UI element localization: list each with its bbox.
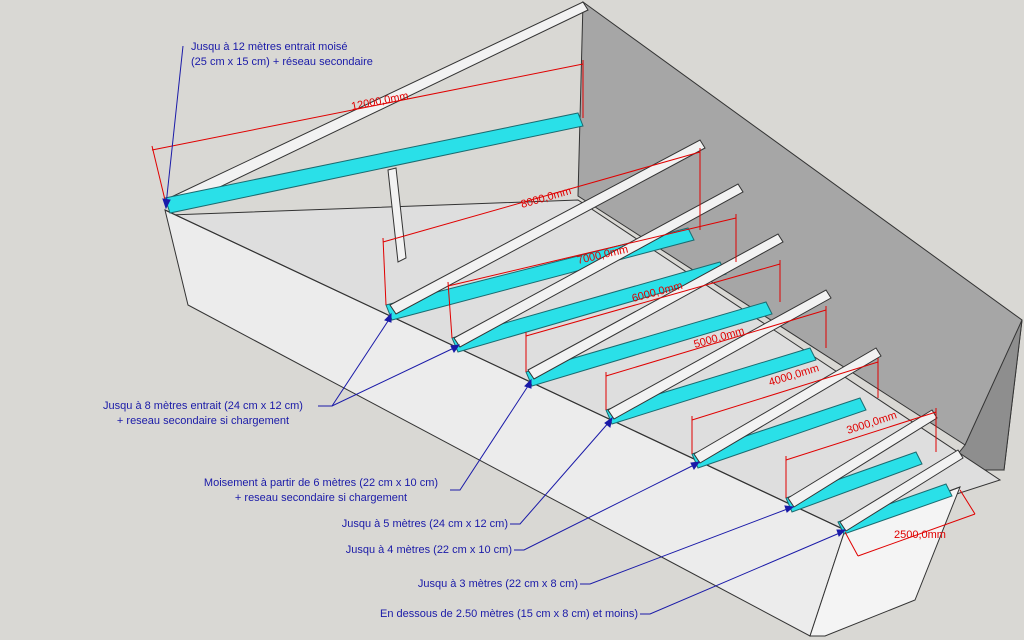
annotation-6m: Moisement à partir de 6 mètres (22 cm x … [190, 476, 452, 506]
annotation-8m-line2: + reseau secondaire si chargement [116, 415, 290, 427]
annotation-5m: Jusqu à 5 mètres (24 cm x 12 cm) [300, 517, 508, 532]
truss-5m-rafter [607, 289, 832, 420]
annotation-6m-line2: + reseau secondaire si chargement [234, 492, 408, 504]
truss-3m-rafter [787, 409, 938, 508]
annotation-8m: Jusqu à 8 mètres entrait (24 cm x 12 cm)… [88, 399, 318, 429]
truss-12m-tie-beam [164, 112, 584, 214]
truss-6m-rafter [527, 233, 784, 380]
annotation-12m: Jusqu à 12 mètres entrait moisé (25 cm x… [191, 40, 373, 70]
truss-8m-rafter [389, 139, 706, 315]
annotation-4m-line1: Jusqu à 4 mètres (22 cm x 10 cm) [345, 544, 512, 556]
leader-lines [162, 45, 847, 615]
truss-7m-rafter [453, 183, 744, 348]
dim-2500: 2500,0mm [894, 529, 946, 541]
annotation-4m: Jusqu à 4 mètres (22 cm x 10 cm) [300, 543, 512, 558]
annotation-12m-line2: (25 cm x 15 cm) + réseau secondaire [191, 56, 373, 68]
annotation-6m-line1: Moisement à partir de 6 mètres (22 cm x … [203, 477, 439, 489]
annotation-5m-line1: Jusqu à 5 mètres (24 cm x 12 cm) [341, 518, 508, 530]
dimension-lines [151, 60, 976, 557]
annotation-2500: En dessous de 2.50 mètres (15 cm x 8 cm)… [340, 607, 638, 622]
annotation-3m: Jusqu à 3 mètres (22 cm x 8 cm) [360, 577, 578, 592]
truss-4m-rafter [693, 347, 882, 464]
truss-2500-rafter [839, 449, 964, 532]
annotation-12m-line1: Jusqu à 12 mètres entrait moisé [191, 41, 348, 53]
annotation-2500-line1: En dessous de 2.50 mètres (15 cm x 8 cm)… [380, 608, 638, 620]
annotation-8m-line1: Jusqu à 8 mètres entrait (24 cm x 12 cm) [103, 400, 303, 412]
annotation-3m-line1: Jusqu à 3 mètres (22 cm x 8 cm) [417, 578, 578, 590]
king-post [387, 167, 407, 263]
